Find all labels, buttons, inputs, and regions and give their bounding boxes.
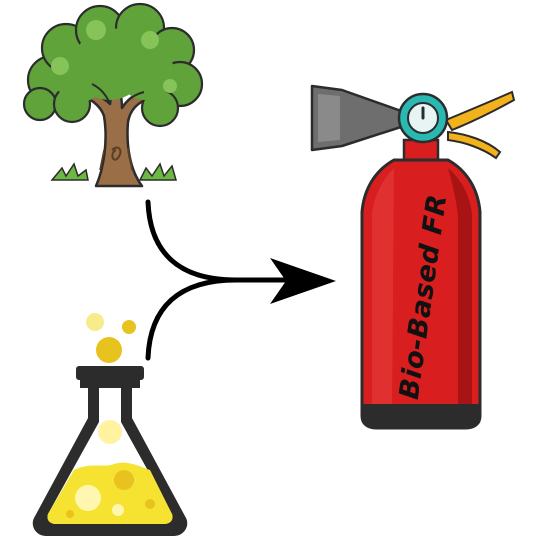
tree-foliage xyxy=(22,2,204,128)
liquid-bubbles xyxy=(66,420,155,518)
foliage-highlights xyxy=(51,20,177,93)
flask-bubbles xyxy=(86,313,136,363)
flask-icon xyxy=(32,313,188,536)
extinguisher-handle xyxy=(444,90,516,132)
arrow-from-flask xyxy=(145,277,239,361)
merge-arrow xyxy=(145,199,305,361)
arrow-head xyxy=(270,258,336,304)
fire-extinguisher-icon: Bio-Based FR xyxy=(310,84,516,430)
grass xyxy=(50,162,177,181)
flask-rim xyxy=(76,366,144,380)
flask-liquid xyxy=(47,462,173,524)
tree-icon xyxy=(22,2,204,188)
